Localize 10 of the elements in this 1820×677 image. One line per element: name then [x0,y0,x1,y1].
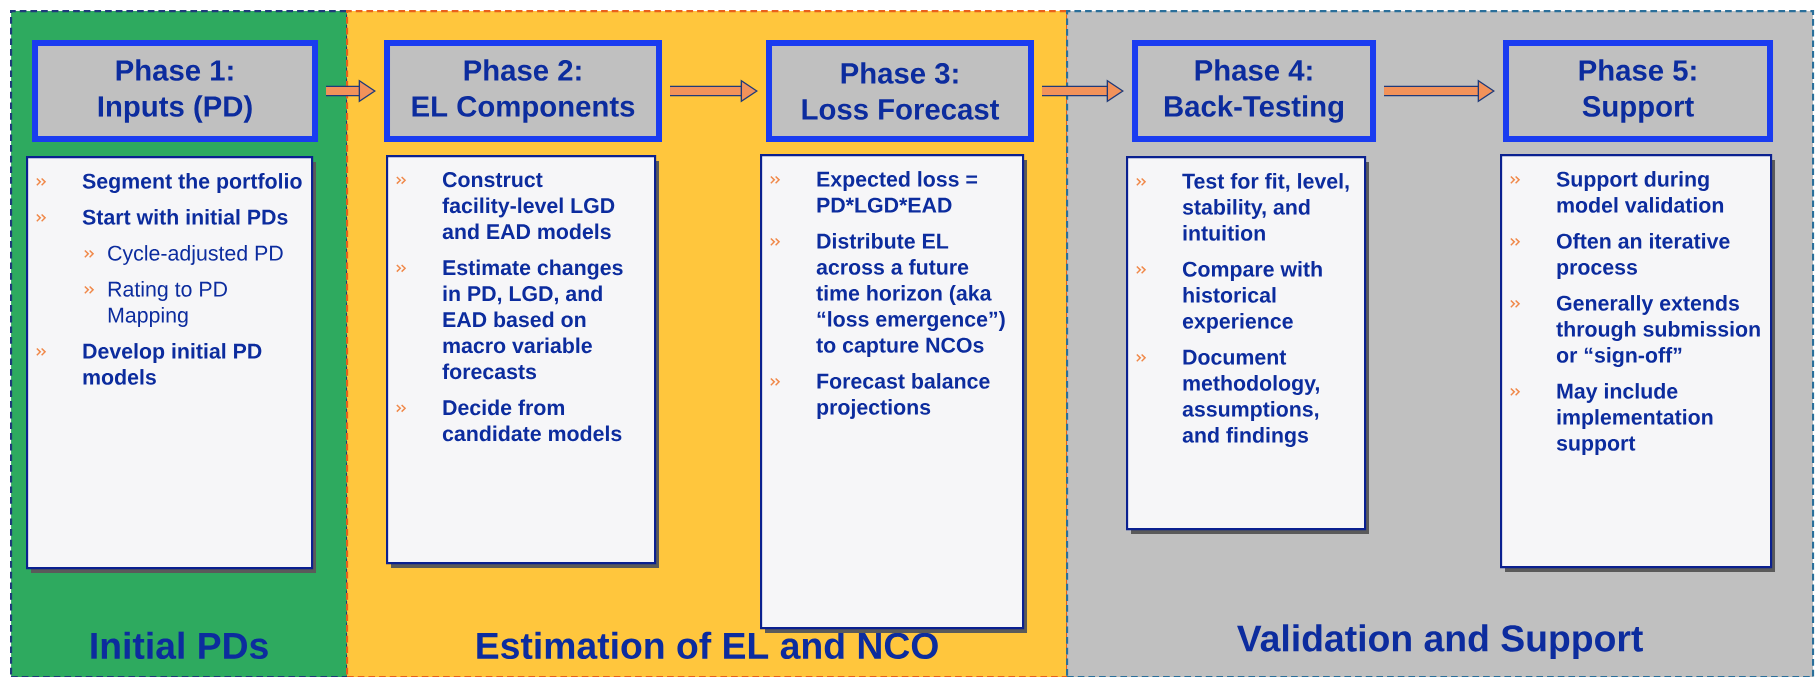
phase-box: Phase 5: Support [1503,40,1773,142]
phase-box: Phase 3: Loss Forecast [766,40,1034,142]
phase-box: Phase 2: EL Components [384,40,662,142]
text-box: Segment the portfolio Start with initial PDs Cycle-adjusted PD Rating to PD Mapping Develop initial PD models [26,156,316,573]
phase-box: Phase 4: Back-Testing [1132,40,1376,142]
text-box: Support during model validation Often an iterative process Generally extends through submission or “sign-off” May include implementation support [1500,154,1775,572]
text-box: Expected loss = PD*LGD*EAD Distribute EL across a future time horizon (aka “loss emergence”) to capture NCOs Forecast balance projections [760,154,1027,633]
phase-box: Phase 1: Inputs (PD) [32,40,318,142]
text-box: Construct facility-level LGD and EAD models Estimate changes in PD, LGD, and EAD based on macro variable forecasts Decide from candidate models [386,155,659,568]
text-box: Test for fit, level, stability, and intuition Compare with historical experience Document methodology, assumptions, and findings [1126,156,1369,534]
